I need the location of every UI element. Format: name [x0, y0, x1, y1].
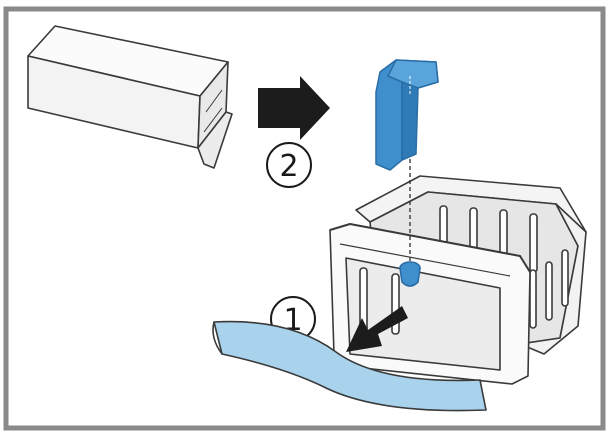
protective-ribbon — [213, 320, 487, 412]
step-2-label: 2 — [279, 149, 298, 184]
packaging-box-icon — [27, 25, 233, 169]
arrow-right-icon — [258, 76, 330, 140]
step-2-marker: 2 — [266, 142, 312, 188]
basket-handle-icon — [375, 59, 439, 171]
air-fryer-basket-icon — [329, 175, 587, 385]
arrow-left-icon — [346, 306, 408, 352]
